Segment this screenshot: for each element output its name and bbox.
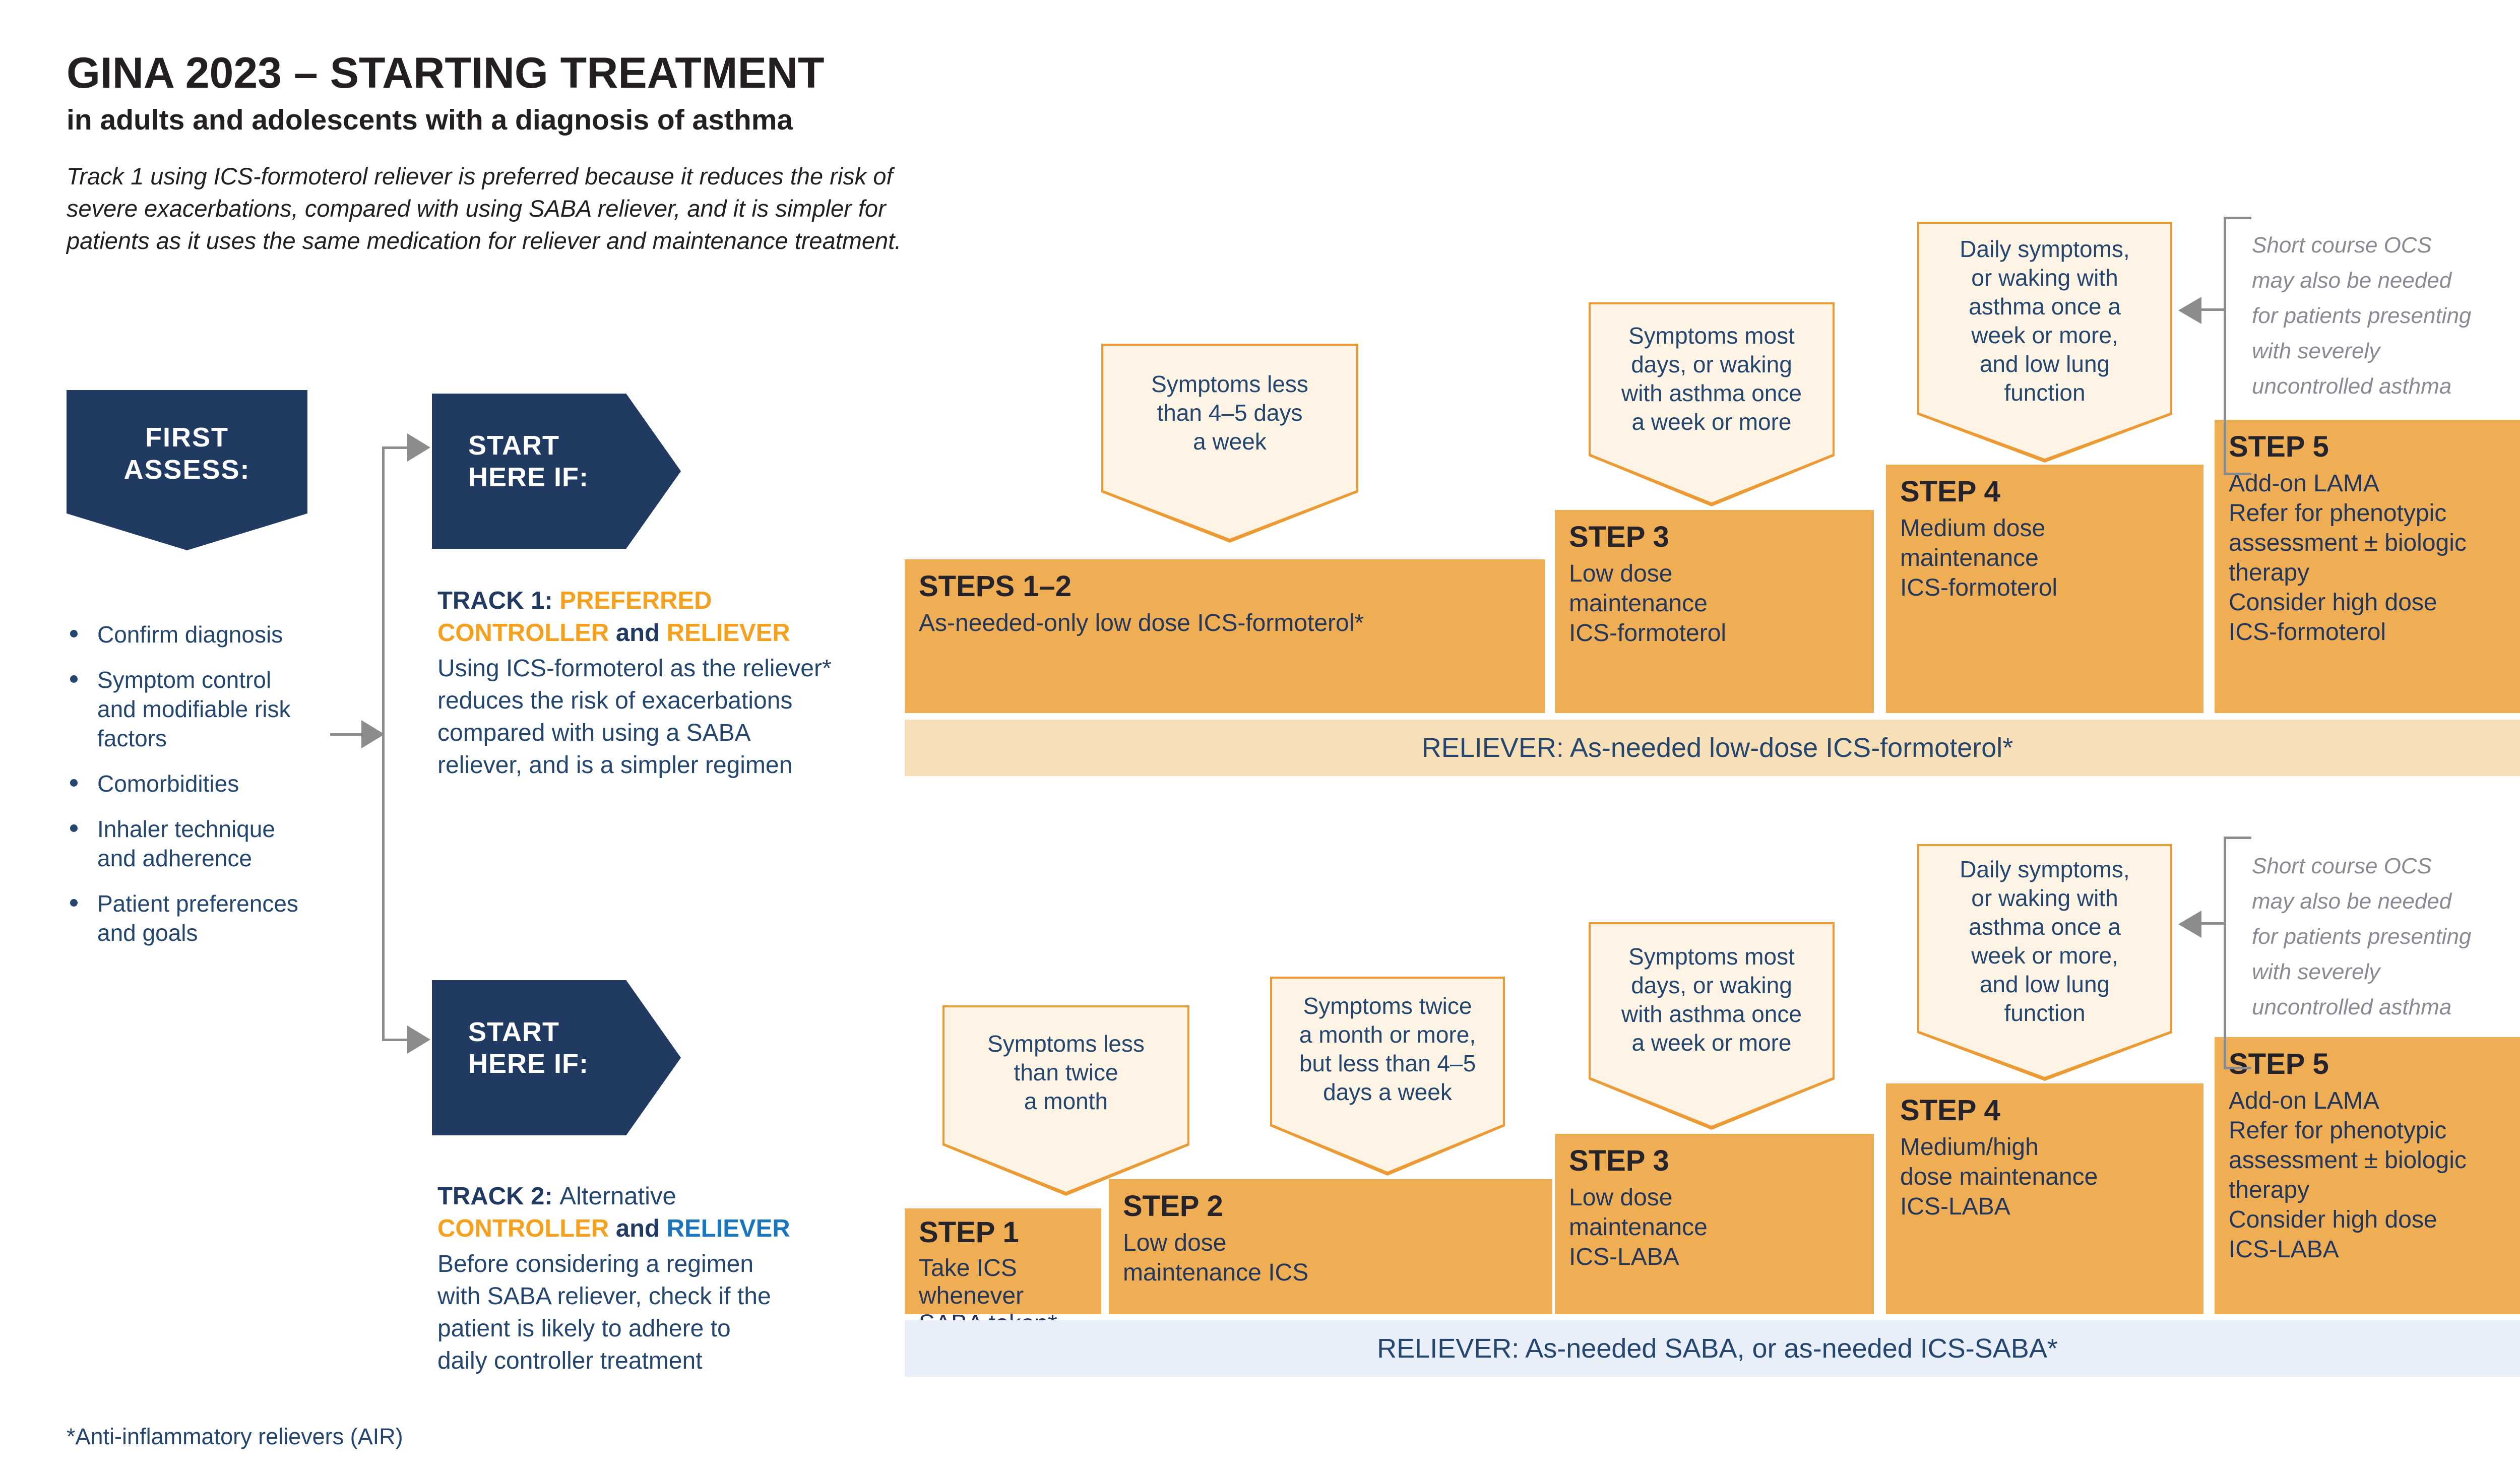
connector-top-elbow-line <box>382 446 407 449</box>
connector-top-arrow-icon <box>407 433 430 462</box>
track2-ocs-note: Short course OCS may also be needed for … <box>2252 854 2472 1019</box>
step-body: Low dose maintenance ICS <box>1123 1230 1309 1286</box>
track1-start-here-banner: START HERE IF: <box>432 394 681 549</box>
callout-fill <box>1919 224 2170 459</box>
track1-description: Using ICS-formoterol as the reliever* re… <box>437 655 832 779</box>
track1-step-3-box: STEP 3 Low dose maintenance ICS-formoter… <box>1555 510 1874 713</box>
track2-step-1-box: STEP 1 Take ICS whenever SABA taken* <box>905 1208 1101 1337</box>
step-body: Add-on LAMA Refer for phenotypic assessm… <box>2229 470 2467 646</box>
bullet-dot-icon <box>70 630 78 637</box>
callout-fill <box>1591 304 1833 502</box>
step-body: Add-on LAMA Refer for phenotypic assessm… <box>2229 1087 2467 1263</box>
track2-reliever-bar: RELIEVER: As-needed SABA, or as-needed I… <box>905 1320 2520 1377</box>
bullet-item: Patient preferences and goals <box>68 889 421 947</box>
track2-alternative: Alternative <box>559 1183 676 1210</box>
connector-bottom-arrow-icon <box>407 1025 430 1054</box>
bullet-dot-icon <box>70 824 78 832</box>
track1-ocs-arrow-line <box>2200 308 2226 311</box>
bullet-text: Confirm diagnosis <box>97 621 283 648</box>
track1-step-5-box: STEP 5 Add-on LAMA Refer for phenotypic … <box>2215 420 2520 713</box>
track1-steps-1-2-box: STEPS 1–2 As-needed-only low dose ICS-fo… <box>905 559 1545 713</box>
callout-fill <box>1272 979 1503 1172</box>
step-body: Medium dose maintenance ICS-formoterol <box>1900 515 2058 601</box>
track2-callout-step1: Symptoms less than twice a month <box>942 1005 1189 1196</box>
callout-text: Symptoms less than 4–5 days a week <box>1151 371 1308 455</box>
track1-label: TRACK 1: <box>437 587 560 614</box>
track2-description: Before considering a regimen with SABA r… <box>437 1251 771 1374</box>
callout-text: Symptoms less than twice a month <box>987 1031 1145 1114</box>
first-assess-bullet-list: Confirm diagnosis Symptom control and mo… <box>68 620 421 964</box>
bullet-text: Patient preferences and goals <box>97 890 298 946</box>
track1-step-4-box: STEP 4 Medium dose maintenance ICS-formo… <box>1886 465 2203 713</box>
step-title: STEP 2 <box>1123 1190 1223 1223</box>
connector-feed-line <box>330 733 361 736</box>
callout-text: Symptoms twice a month or more, but less… <box>1299 993 1476 1105</box>
track1-reliever: RELIEVER <box>666 619 790 647</box>
track1-ocs-note: Short course OCS may also be needed for … <box>2252 233 2472 399</box>
track2-step-4-box: STEP 4 Medium/high dose maintenance ICS-… <box>1886 1083 2203 1314</box>
step-title: STEP 1 <box>919 1216 1019 1249</box>
track2-controller: CONTROLLER <box>437 1215 609 1242</box>
callout-text: Symptoms most days, or waking with asthm… <box>1621 323 1802 435</box>
step-title: STEP 3 <box>1569 1144 1669 1177</box>
step-title: STEP 5 <box>2229 430 2329 463</box>
track2-label: TRACK 2: <box>437 1183 560 1210</box>
track2-start-here-banner: START HERE IF: <box>432 980 681 1135</box>
bullet-item: Symptom control and modifiable risk fact… <box>68 665 421 753</box>
track2-and: and <box>609 1215 667 1242</box>
connector-bottom-elbow-line <box>382 1039 407 1041</box>
step-body: Low dose maintenance ICS-LABA <box>1569 1184 1708 1270</box>
bullet-text: Comorbidities <box>97 771 239 797</box>
track1-callout-steps12: Symptoms less than 4–5 days a week <box>1101 344 1358 543</box>
step-body: As-needed-only low dose ICS-formoterol* <box>919 610 1364 636</box>
track1-heading: TRACK 1: PREFERRED CONTROLLER and RELIEV… <box>437 585 921 649</box>
step-title: STEP 3 <box>1569 521 1669 553</box>
track2-callout-step3: Symptoms most days, or waking with asthm… <box>1589 922 1835 1130</box>
track2-reliever: RELIEVER <box>666 1215 790 1242</box>
step-title: STEP 4 <box>1900 475 2000 508</box>
connector-vertical-line <box>382 446 385 1041</box>
step-title: STEP 5 <box>2229 1048 2329 1080</box>
connector-feed-arrow-icon <box>361 720 385 748</box>
callout-fill <box>1919 846 2170 1077</box>
track2-step-3-box: STEP 3 Low dose maintenance ICS-LABA <box>1555 1134 1874 1314</box>
bullet-text: Symptom control and modifiable risk fact… <box>97 667 291 751</box>
bullet-item: Inhaler technique and adherence <box>68 814 421 873</box>
track2-heading: TRACK 2: Alternative CONTROLLER and RELI… <box>437 1180 921 1245</box>
track2-step-2-box: STEP 2 Low dose maintenance ICS <box>1109 1179 1552 1314</box>
page-subtitle: in adults and adolescents with a diagnos… <box>67 104 793 136</box>
track1-ocs-arrow-icon <box>2178 297 2201 324</box>
bullet-dot-icon <box>70 899 78 907</box>
bullet-item: Comorbidities <box>68 769 421 798</box>
page-title: GINA 2023 – STARTING TREATMENT <box>67 49 825 97</box>
track1-and: and <box>609 619 667 647</box>
track1-preferred: PREFERRED <box>559 587 712 614</box>
intro-paragraph: Track 1 using ICS-formoterol reliever is… <box>67 163 902 254</box>
track2-step-5-box: STEP 5 Add-on LAMA Refer for phenotypic … <box>2215 1037 2520 1314</box>
first-assess-banner: FIRST ASSESS: <box>67 390 307 550</box>
callout-text: Symptoms most days, or waking with asthm… <box>1621 943 1802 1056</box>
track2-ocs-arrow-icon <box>2178 911 2201 938</box>
step-body: Medium/high dose maintenance ICS-LABA <box>1900 1134 2098 1220</box>
track2-callout-step2: Symptoms twice a month or more, but less… <box>1270 977 1505 1176</box>
bullet-dot-icon <box>70 779 78 787</box>
bullet-item: Confirm diagnosis <box>68 620 421 649</box>
track1-reliever-bar: RELIEVER: As-needed low-dose ICS-formote… <box>905 720 2520 776</box>
step-title: STEP 4 <box>1900 1094 2000 1127</box>
callout-text: Daily symptoms, or waking with asthma on… <box>1960 236 2130 406</box>
callout-fill <box>1591 924 1833 1126</box>
track2-callout-step4: Daily symptoms, or waking with asthma on… <box>1917 844 2172 1081</box>
track2-ocs-arrow-line <box>2200 922 2226 925</box>
track2-ocs-bracket <box>2224 837 2251 1069</box>
bullet-text: Inhaler technique and adherence <box>97 816 275 871</box>
footnote: *Anti-inflammatory relievers (AIR) <box>67 1424 403 1449</box>
step-body: Low dose maintenance ICS-formoterol <box>1569 560 1727 647</box>
track1-controller: CONTROLLER <box>437 619 609 647</box>
track1-callout-step3: Symptoms most days, or waking with asthm… <box>1589 302 1835 506</box>
track1-callout-step4: Daily symptoms, or waking with asthma on… <box>1917 222 2172 463</box>
step-title: STEPS 1–2 <box>919 570 1072 603</box>
callout-text: Daily symptoms, or waking with asthma on… <box>1960 856 2130 1026</box>
bullet-dot-icon <box>70 675 78 683</box>
track1-ocs-bracket <box>2224 217 2251 475</box>
